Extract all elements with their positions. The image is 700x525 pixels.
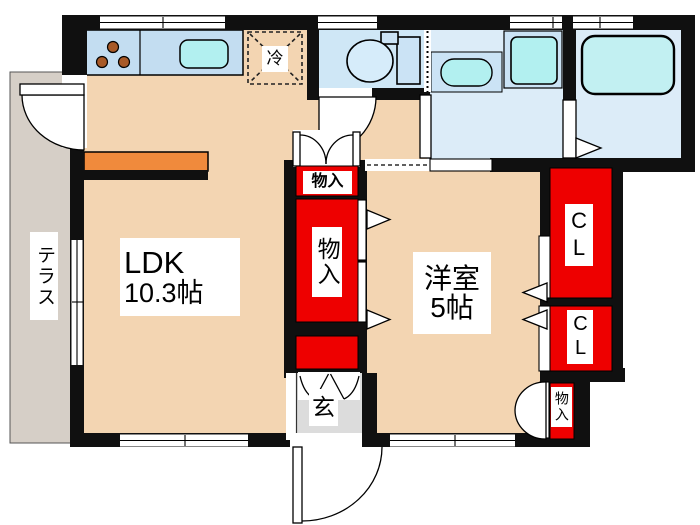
entrance-door-leaf: [292, 446, 303, 524]
terrace-label: テラス: [30, 232, 58, 320]
kitchen-sink: [179, 39, 229, 69]
kitchen-counter: [85, 29, 244, 76]
western-room-label: 洋室 5帖: [413, 252, 491, 334]
storage-door-triangle: [366, 309, 392, 330]
ldk-label: LDK 10.3帖: [120, 238, 240, 316]
toilet: [346, 31, 421, 85]
closet-upper-label: CL: [565, 204, 593, 266]
western-room-size: 5帖: [430, 292, 474, 323]
hall-storage-door-arc: [299, 134, 327, 165]
washroom-door-leaf: [419, 94, 432, 159]
refrigerator-label: 冷: [262, 46, 288, 72]
bathroom-door-leaf: [562, 99, 577, 159]
entrance-door-arc: [301, 446, 383, 522]
hall-storage-label: 物入: [303, 171, 352, 194]
windows: [71, 16, 633, 447]
bathtub: [580, 34, 676, 96]
closet-door-triangle: [521, 282, 548, 303]
refrigerator-space: [247, 31, 303, 85]
corner-storage-door-arc: [514, 381, 547, 440]
storage-door-triangle: [366, 209, 392, 230]
ldk-name: LDK: [124, 244, 185, 280]
closet-lower-label: CL: [567, 310, 593, 364]
washing-machine-pan: [503, 30, 563, 89]
vanity-sink: [430, 51, 503, 93]
terrace-door-arc: [21, 94, 85, 151]
ldk-size: 10.3帖: [124, 278, 204, 309]
main-storage-label: 物入: [312, 227, 342, 297]
terrace-door-leaf: [19, 83, 85, 96]
corner-storage-label: 物入: [551, 387, 572, 427]
counter-bar: [83, 151, 209, 172]
shoe-closet-box: [295, 335, 359, 370]
stove-burners: [95, 40, 131, 69]
sliding-door-panel: [429, 158, 493, 172]
closet-door-triangle: [521, 309, 548, 330]
bathroom-door-triangle: [575, 137, 603, 159]
counter-wall-stub: [84, 170, 208, 180]
western-room-name: 洋室: [423, 262, 480, 294]
entrance-step: [286, 373, 297, 440]
entrance-label: 玄: [309, 389, 338, 426]
